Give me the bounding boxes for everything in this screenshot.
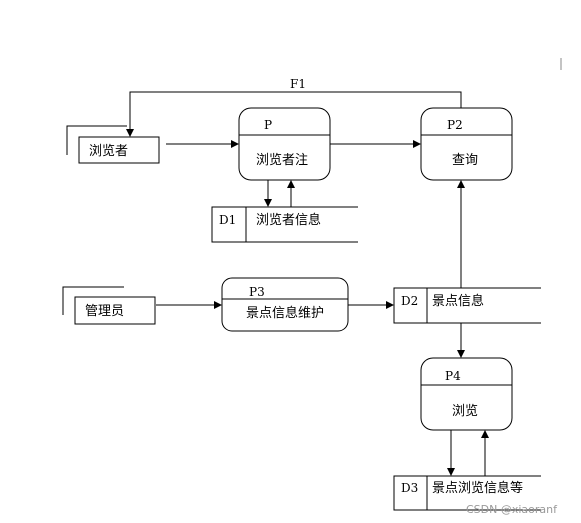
- store-d1-label: 浏览者信息: [256, 212, 321, 228]
- process-p-id: P: [264, 118, 272, 132]
- process-p3-id: P3: [249, 285, 265, 299]
- process-p4: P4 浏览: [420, 357, 513, 431]
- store-d3-label: 景点浏览信息等: [432, 480, 523, 496]
- process-p: P 浏览者注: [238, 107, 331, 181]
- process-p2-id: P2: [447, 118, 463, 132]
- process-p3-label: 景点信息维护: [246, 305, 324, 321]
- process-p3: P3 景点信息维护: [221, 277, 349, 332]
- store-d2-id: D2: [401, 294, 418, 308]
- store-d1-id: D1: [219, 213, 236, 227]
- process-p4-id: P4: [445, 369, 461, 383]
- flow-f1-label: F1: [290, 77, 306, 91]
- watermark: CSDN @xiaoranf: [466, 503, 558, 516]
- process-p2-label: 查询: [452, 153, 478, 168]
- store-d2: D2 景点信息: [393, 287, 541, 324]
- store-d1: D1 浏览者信息: [211, 206, 358, 243]
- store-d3-id: D3: [401, 481, 418, 495]
- process-p-label: 浏览者注: [256, 152, 308, 168]
- entity-browser-label: 浏览者: [89, 143, 128, 159]
- process-p4-label: 浏览: [452, 403, 478, 419]
- entity-admin: 管理员: [62, 286, 156, 325]
- store-d2-label: 景点信息: [432, 293, 484, 309]
- process-p2: P2 查询: [420, 107, 513, 181]
- entity-admin-label: 管理员: [85, 304, 124, 319]
- store-d3: D3 景点浏览信息等: [393, 475, 541, 511]
- flow-f1-p2-to-browser: [126, 91, 462, 137]
- entity-browser: 浏览者: [66, 125, 160, 164]
